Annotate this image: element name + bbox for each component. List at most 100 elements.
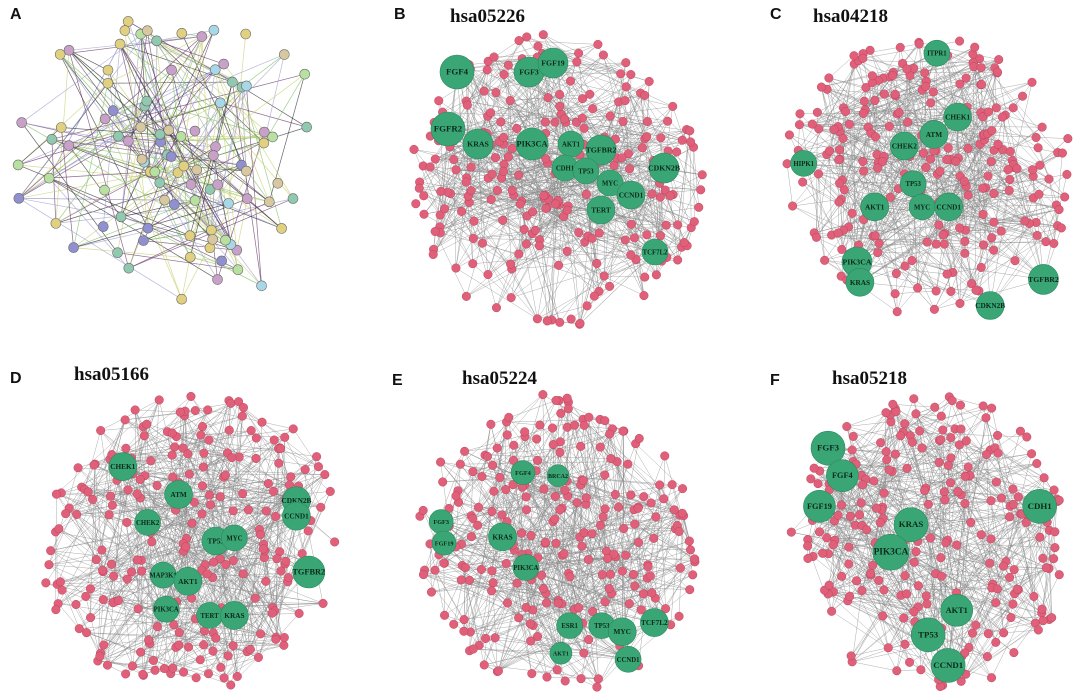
gene-node [276, 444, 286, 454]
protein-node [63, 45, 75, 56]
network-edge [261, 421, 285, 438]
gene-node [551, 199, 561, 209]
gene-node [122, 517, 132, 527]
network-edge [488, 61, 565, 120]
gene-node [987, 233, 997, 243]
network-edge [208, 439, 226, 476]
gene-node [644, 76, 654, 86]
network-edge [260, 447, 281, 634]
gene-node [560, 676, 570, 686]
gene-node [550, 117, 560, 127]
gene-node [418, 570, 428, 580]
hub-gene-node: MYC [908, 193, 936, 221]
gene-node [656, 231, 666, 241]
gene-node [655, 480, 665, 490]
network-edge [219, 102, 238, 251]
network-edge [190, 256, 239, 271]
network-edge [128, 140, 216, 148]
network-edge [470, 417, 510, 633]
protein-node [55, 122, 67, 133]
gene-node [473, 520, 483, 530]
gene-node [215, 492, 225, 502]
gene-node [987, 126, 997, 136]
network-edge [146, 100, 248, 199]
gene-node [811, 232, 821, 242]
gene-node [565, 76, 575, 86]
network-edge [147, 496, 293, 523]
network-edge [542, 394, 553, 429]
network-edge [816, 237, 842, 250]
network-edge [135, 409, 181, 413]
network-edge [442, 69, 488, 113]
gene-node [121, 669, 131, 679]
protein-node [166, 64, 177, 76]
network-edge [511, 265, 559, 270]
network-edge [973, 66, 982, 113]
hub-gene-label: TGFBR2 [292, 568, 325, 577]
gene-node [74, 624, 84, 634]
protein-node [216, 255, 227, 267]
gene-node [318, 598, 328, 608]
network-edge [441, 521, 624, 660]
gene-node [514, 36, 524, 46]
gene-node [874, 238, 884, 248]
network-edge [433, 191, 442, 250]
network-edge [874, 77, 967, 208]
gene-node [550, 514, 560, 524]
network-edge [463, 536, 503, 632]
network-edge [592, 108, 668, 122]
gene-node [574, 228, 584, 238]
network-edge [802, 181, 840, 203]
gene-node [570, 420, 580, 430]
network-edge [470, 68, 691, 143]
hub-gene-node: MYC [221, 524, 248, 552]
network-edge [937, 174, 1047, 242]
network-edge [656, 221, 695, 275]
gene-node [216, 662, 226, 672]
network-edge [803, 62, 974, 164]
gene-node [983, 107, 993, 117]
network-edge [798, 60, 859, 151]
network-edge [444, 146, 451, 209]
gene-node [497, 510, 507, 520]
network-edge [852, 213, 918, 289]
gene-node [106, 559, 116, 569]
gene-node [560, 485, 570, 495]
gene-node [279, 633, 289, 643]
network-edge [461, 544, 471, 633]
network-edge [119, 43, 265, 144]
protein-node [263, 196, 275, 208]
gene-node [136, 647, 146, 657]
hub-gene-label: ATM [170, 491, 187, 499]
network-edge [68, 49, 109, 71]
network-edge [828, 77, 850, 125]
gene-node [203, 405, 213, 415]
network-edge [570, 227, 692, 320]
network-edge [453, 540, 690, 625]
gene-node [824, 146, 834, 156]
network-edge [615, 138, 643, 148]
network-edge [607, 461, 618, 559]
gene-node [542, 672, 552, 682]
network-edge [203, 453, 238, 677]
gene-node [997, 112, 1007, 122]
network-edge [634, 498, 664, 525]
network-edge [223, 633, 261, 679]
network-edge [120, 216, 211, 249]
protein-node [135, 121, 147, 133]
gene-node [456, 575, 466, 585]
network-edge [581, 516, 657, 547]
gene-node [878, 156, 888, 166]
network-edge [974, 47, 982, 268]
gene-node [619, 524, 629, 534]
network-edge [798, 113, 801, 151]
protein-node [175, 131, 187, 142]
gene-node [300, 465, 310, 475]
gene-node [223, 651, 233, 661]
network-edge [250, 570, 282, 650]
network-edge [434, 570, 531, 625]
network-edge [115, 570, 142, 602]
gene-node [696, 185, 706, 195]
gene-node [490, 153, 500, 163]
gene-node [942, 269, 952, 279]
